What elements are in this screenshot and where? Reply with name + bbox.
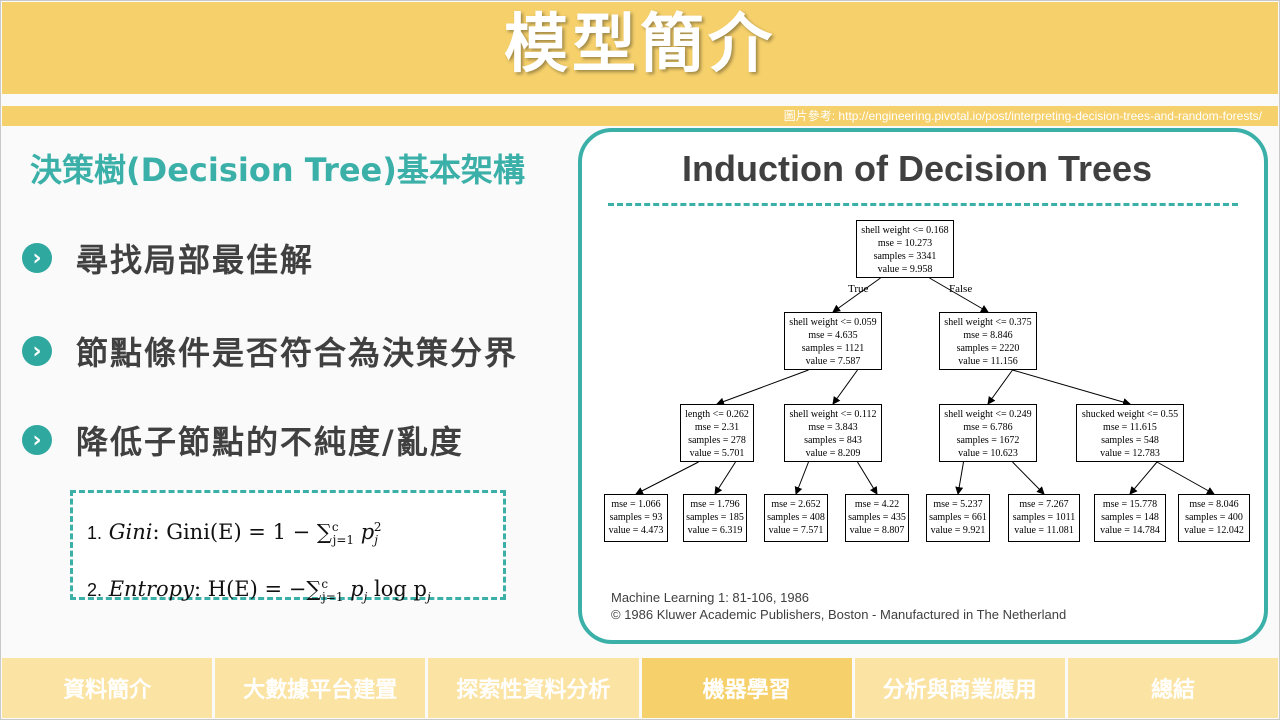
chevron-right-icon: › (22, 425, 52, 455)
gini-formula: 1. Gini: Gini(E) = 1 − ∑cj=1 pj2 (87, 520, 382, 548)
page-title: 模型簡介 (504, 8, 776, 82)
reference-band (2, 106, 1278, 126)
bullet-item: › 尋找局部最佳解 (22, 235, 314, 281)
nav-tab[interactable]: 總結 (1067, 658, 1279, 718)
chevron-right-icon: › (22, 243, 52, 273)
bullet-text: 節點條件是否符合為決策分界 (76, 334, 519, 372)
panel-title: Induction of Decision Trees (682, 148, 1153, 189)
bullet-text: 尋找局部最佳解 (76, 241, 315, 279)
image-reference: 圖片參考: http://engineering.pivotal.io/post… (783, 109, 1262, 123)
nav-tab-active[interactable]: 機器學習 (641, 658, 852, 718)
bottom-nav: 資料簡介 大數據平台建置 探索性資料分析 機器學習 分析與商業應用 總結 (2, 658, 1279, 718)
section-subtitle: 決策樹(Decision Tree)基本架構 (30, 151, 525, 189)
nav-tab[interactable]: 大數據平台建置 (215, 658, 426, 718)
nav-tab[interactable]: 探索性資料分析 (428, 658, 639, 718)
title-bar (2, 2, 1278, 94)
nav-tab[interactable]: 分析與商業應用 (854, 658, 1065, 718)
panel-divider (608, 203, 1238, 206)
edge-label-false: False (949, 283, 973, 295)
edge-label-true: True (848, 283, 869, 295)
bullet-item: › 降低子節點的不純度/亂度 (22, 417, 464, 463)
nav-tab[interactable]: 資料簡介 (2, 658, 213, 718)
bullet-text: 降低子節點的不純度/亂度 (76, 423, 464, 461)
citation-line: Machine Learning 1: 81-106, 1986 (611, 590, 810, 605)
chevron-right-icon: › (22, 336, 52, 366)
formula-box: 1. Gini: Gini(E) = 1 − ∑cj=1 pj2 2. Entr… (70, 490, 506, 604)
entropy-formula: 2. Entropy: H(E) = −∑cj=1 pj log pj (87, 577, 431, 605)
citation-line: © 1986 Kluwer Academic Publishers, Bosto… (611, 607, 1067, 622)
figure-panel (578, 128, 1268, 644)
bullet-item: › 節點條件是否符合為決策分界 (22, 328, 518, 374)
